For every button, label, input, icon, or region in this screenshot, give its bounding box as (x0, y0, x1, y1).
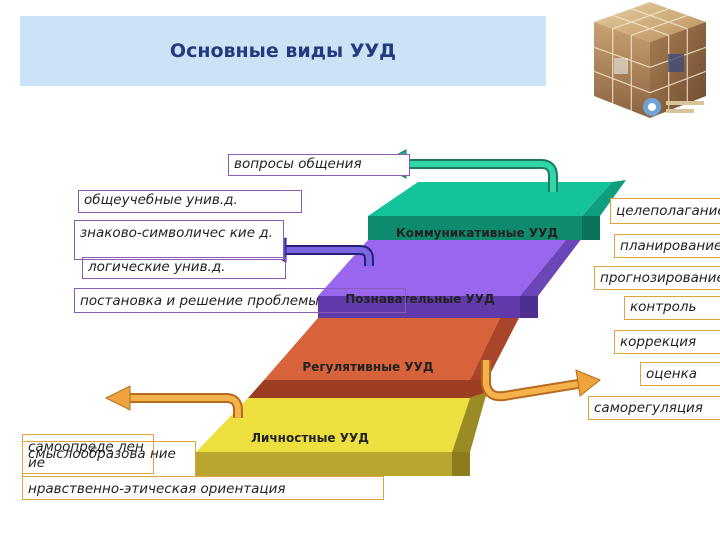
tag-goal-setting: целеполагание (610, 198, 720, 224)
tag-self-regulation: саморегуляция (588, 396, 720, 420)
tag-logical: логические унив.д. (82, 257, 286, 279)
tag-assessment: оценка (640, 362, 720, 386)
step-label-cognitive: Познавательные УУД (345, 292, 495, 306)
curved-arrow-orange-regulatory-icon (481, 360, 601, 402)
tag-forecasting: прогнозирование (594, 266, 720, 290)
tag-general-educational: общеучебные унив.д. (78, 190, 302, 213)
logo-mark-icon (640, 92, 708, 122)
curved-arrow-orange-personal-icon (104, 385, 243, 418)
step-regulatory (248, 316, 520, 398)
step-label-personal: Личностные УУД (251, 431, 369, 445)
tag-control: контроль (624, 296, 720, 320)
step-label-communicative: Коммуникативные УУД (395, 226, 559, 240)
tag-communication-questions: вопросы общения (228, 154, 410, 176)
tag-moral-ethical-orientation: нравственно-этическая ориентация (22, 476, 384, 500)
title-banner: Основные виды УУД (20, 16, 546, 86)
tag-correction: коррекция (614, 330, 720, 354)
step-cognitive (318, 238, 582, 318)
tag-self-determination: самоопреде ление (22, 434, 154, 474)
tag-planning: планирование (614, 234, 720, 258)
photo-cube-icon (572, 0, 720, 125)
slide-title: Основные виды УУД (169, 40, 397, 62)
step-personal (196, 392, 487, 476)
tag-sign-symbolic: знаково-символичес кие д. (74, 220, 284, 260)
tag-meaning-formation: смыслообразова ние (22, 441, 196, 481)
tag-problem-solving: постановка и решение проблемы (74, 288, 406, 313)
step-label-regulatory: Регулятивные УУД (302, 360, 434, 374)
